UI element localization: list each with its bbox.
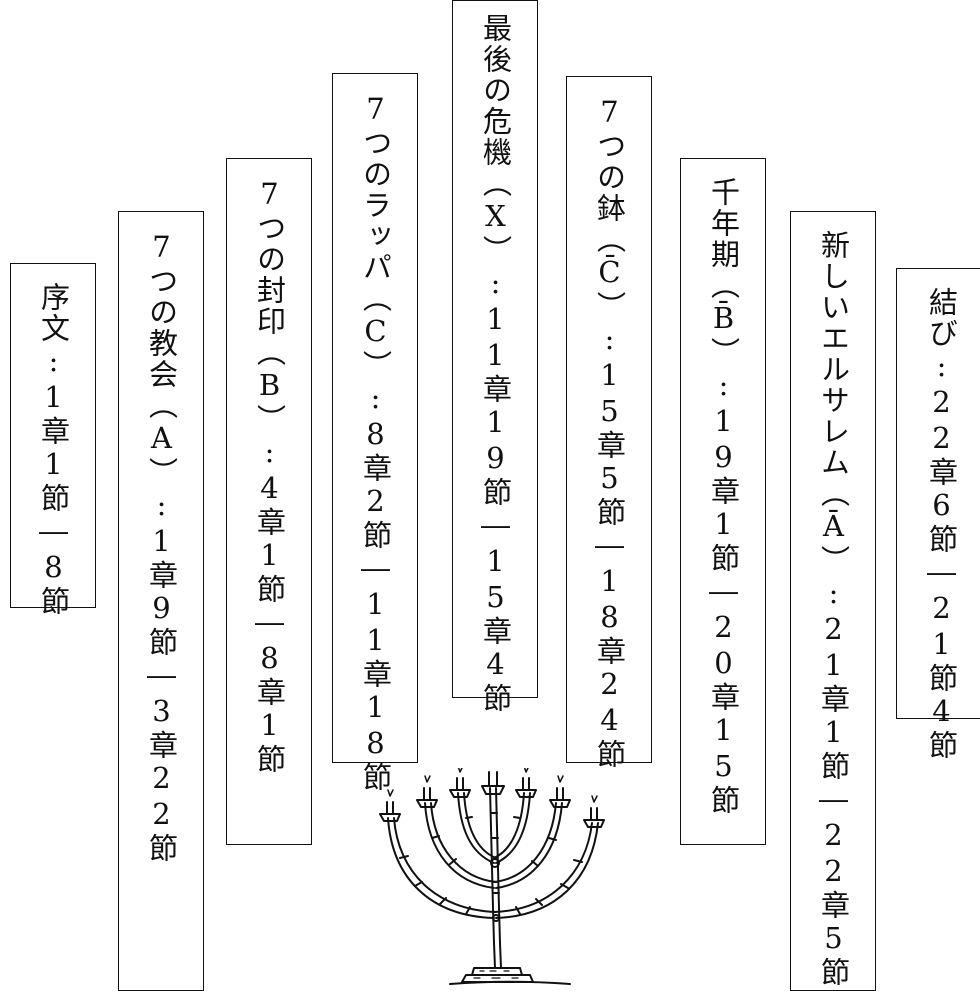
strip-conclusion-label: 結び:22章6節―21節4節 [924, 287, 959, 761]
strip-millennium-label: 千年期（B̄）:19章1節―20章15節 [706, 177, 741, 816]
strip-final-crisis: 最後の危機（X）:11章19節―15章4節 [452, 0, 538, 714]
strip-seven-trumpets: 7つのラッパ（C）:8章2節―11章18節 [332, 73, 418, 793]
strip-seven-seals-label: 7つの封印（B）:4章1節―8章1節 [252, 177, 287, 775]
strip-seven-trumpets-label: 7つのラッパ（C）:8章2節―11章18節 [358, 92, 393, 793]
strip-final-crisis-label: 最後の危機（X）:11章19節―15章4節 [478, 13, 513, 714]
strip-intro-label: 序文:1章1節―8節 [36, 282, 71, 617]
strip-intro: 序文:1章1節―8節 [10, 263, 96, 617]
strip-millennium: 千年期（B̄）:19章1節―20章15節 [680, 158, 766, 845]
strip-new-jerusalem-label: 新しいエルサレム（Ā）:21章1節―22章5節 [816, 230, 851, 988]
strip-seven-bowls: 7つの鉢（C̄）:15章5節―18章24節 [566, 76, 652, 770]
strip-seven-churches-label: 7つの教会（A）:1章9節―3章22節 [144, 230, 179, 864]
menorah-icon [379, 768, 605, 985]
strip-seven-bowls-label: 7つの鉢（C̄）:15章5節―18章24節 [592, 95, 627, 770]
strip-seven-seals: 7つの封印（B）:4章1節―8章1節 [226, 158, 312, 845]
strip-new-jerusalem: 新しいエルサレム（Ā）:21章1節―22章5節 [790, 211, 876, 991]
strip-conclusion: 結び:22章6節―21節4節 [896, 268, 980, 761]
strip-seven-churches: 7つの教会（A）:1章9節―3章22節 [118, 211, 204, 991]
